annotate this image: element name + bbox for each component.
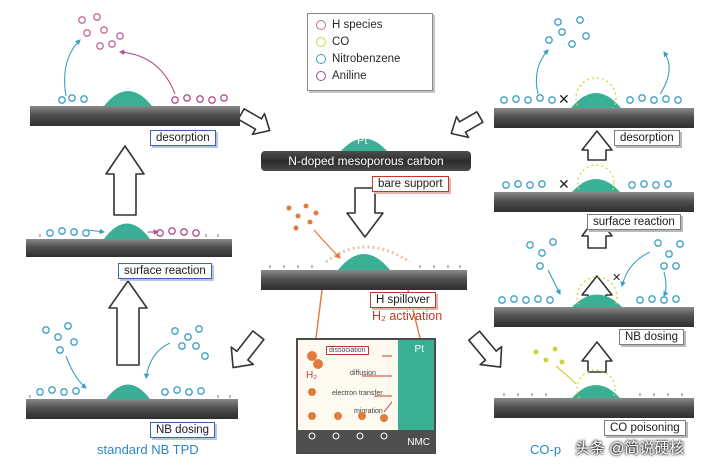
carbon-support [494,398,694,418]
inset-nmc-label: NMC [407,437,430,448]
inset-pt-region [398,340,434,430]
pt-particle [106,384,150,399]
svg-text:✕: ✕ [558,176,570,192]
h-spillover-label: H spillover [370,292,436,308]
pt-particle [341,138,387,151]
aniline-swatch [316,70,326,81]
right-co-poisoning-stage [494,346,694,418]
legend-label: CO [332,36,350,48]
right-nb-dosing-stage: ✕ [494,238,694,327]
arrow-to-left-bottom [230,330,265,369]
inset-migration-label: migration [354,408,383,415]
arrow-left-up-1 [105,145,145,216]
right-panel-caption: CO-p [530,442,562,457]
legend: H species CO Nitrobenzene Aniline [307,13,433,91]
right-co-poisoning-label: CO poisoning [604,420,686,436]
legend-label: Nitrobenzene [332,53,401,65]
svg-text:✕: ✕ [558,91,570,107]
left-desorption-stage [30,13,240,126]
inset-dissociation-label: dissociation [326,346,369,355]
bare-support-label: bare support [372,176,449,192]
pt-particle [572,385,620,398]
pt-particle [104,91,152,106]
inset-pt-label: Pt [414,344,424,355]
legend-label: H species [332,19,383,31]
inset-nmc-floor [298,430,434,452]
left-nb-dosing-label: NB dosing [150,422,216,438]
spillover-inset: Pt NMC H₂ dissociation diffusion electro… [296,338,436,454]
nitrobenzene-swatch [316,53,326,64]
legend-item-nitrobenzene: Nitrobenzene [316,53,400,65]
carbon-support [494,307,694,327]
right-surface-reaction-stage: ✕ [494,164,694,212]
watermark: 头条 @简说硬核 [575,440,685,457]
center-bare-support [341,138,387,151]
right-nb-dosing-label: NB dosing [619,329,685,345]
co-swatch [316,36,326,47]
right-desorption-stage: ✕ [494,16,694,128]
inset-electron-transfer-label: electron transfer [332,390,383,397]
arrow-to-left-top [237,108,271,136]
pt-particle [572,179,620,192]
carbon-support [26,399,238,419]
pt-particle [572,294,622,307]
support-title-bar: N-doped mesoporous carbon [261,151,471,171]
svg-text:✕: ✕ [612,272,621,284]
inset-diffusion-label: diffusion [350,370,376,377]
arrow-right-up-4 [581,341,613,373]
legend-item-aniline: Aniline [316,70,367,82]
arrow-to-right-bottom [467,330,503,368]
arrow-left-up-2 [108,280,148,366]
pt-particle [104,223,150,239]
carbon-support [26,239,232,257]
right-surface-reaction-label: surface reaction [587,214,681,230]
legend-label: Aniline [332,70,367,82]
left-panel-caption: standard NB TPD [97,442,199,457]
left-desorption-label: desorption [150,130,216,146]
carbon-support [261,270,467,290]
center-spillover-stage [261,203,467,339]
legend-item-co: CO [316,36,349,48]
pt-label: Pt [357,135,368,147]
inset-drawing [307,351,393,440]
h2-activation-label: H₂ activation [372,309,443,323]
support-surface-ticks [29,234,683,398]
left-surface-reaction-stage [26,223,232,257]
legend-item-h-species: H species [316,19,383,31]
inset-h2-label: H₂ [306,370,318,381]
arrow-right-up-1 [581,130,613,161]
left-surface-reaction-label: surface reaction [118,263,212,279]
h-species-swatch [316,19,326,30]
left-nb-dosing-stage [26,322,238,419]
carbon-support [30,106,240,126]
pt-particle [571,93,621,108]
arrow-center-down [346,187,384,238]
right-desorption-label: desorption [614,130,680,146]
arrow-to-right-top [450,111,484,139]
carbon-support [494,192,694,212]
pt-particle [338,254,390,270]
carbon-support [494,108,694,128]
